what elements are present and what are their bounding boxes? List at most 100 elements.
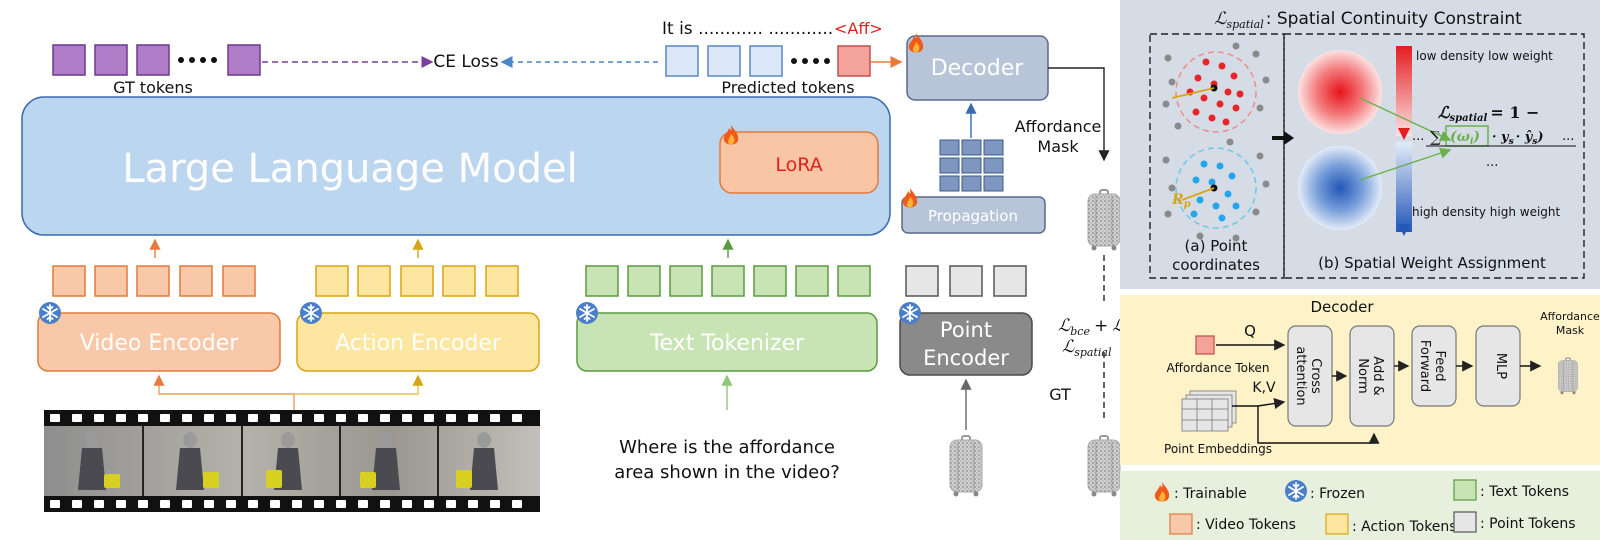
legend-action-swatch [1325, 513, 1349, 535]
legend-video-swatch [1169, 513, 1193, 535]
svg-text:(ωi): (ωi) [1450, 129, 1480, 147]
red-to-omega-arrow [1359, 97, 1452, 141]
feed-forward-line1: Feed [1432, 350, 1447, 381]
loss-plus: + [1094, 316, 1108, 336]
point-coords-line2: coordinates [1172, 256, 1260, 274]
question-line1: Where is the affordance [619, 437, 835, 458]
point-encoder-block [899, 312, 1033, 376]
point-encoder-line1: Point [940, 318, 992, 342]
action-encoder-label: Action Encoder [335, 331, 502, 356]
predicted-mask-suitcase-icon [1087, 189, 1121, 252]
action-encoder-snowflake-icon [299, 301, 323, 325]
weight-assignment-label: (b) Spatial Weight Assignment [1318, 254, 1546, 272]
point-encoder-snowflake-icon [898, 301, 922, 325]
point-encoder-line2: Encoder [923, 346, 1009, 370]
loss-bce-symbol: ℒ [1058, 316, 1071, 336]
low-density-blob [1298, 50, 1382, 134]
spatial-panel-bg [1120, 0, 1600, 289]
point-clusters [1162, 42, 1270, 242]
panel-mask-line1: Affordance [1540, 310, 1600, 323]
blue-bar-arrowhead [1398, 224, 1410, 236]
high-density-label: high density high weight [1412, 205, 1561, 219]
ce-loss-label: CE Loss [433, 52, 498, 72]
legend-trainable: : Trainable [1174, 486, 1247, 502]
action-encoder-block [296, 312, 540, 372]
legend-text-swatch [1453, 479, 1477, 501]
formula-dots-bottom: ... [1486, 155, 1498, 170]
residual-arrow [1257, 406, 1380, 444]
transition-arrow-icon [1272, 131, 1294, 145]
cross-attention-line2: attention [1293, 346, 1308, 405]
formula-rest2: · ŷ [1516, 130, 1534, 145]
text-tokenizer-label: Text Tokenizer [649, 331, 805, 356]
high-density-gradient-bar [1396, 142, 1412, 232]
lora-label: LoRA [775, 154, 822, 176]
point-embeddings-label: Point Embeddings [1164, 442, 1272, 456]
prompt-text: It is ............ ............ [662, 19, 833, 39]
formula-lhs-sub: spatial [1450, 113, 1488, 124]
formula-omega-close: ) [1472, 129, 1480, 145]
formula-sum: ∑ [1430, 128, 1441, 146]
legend-frozen-icon [1284, 479, 1308, 503]
add-norm-line2: Norm [1355, 358, 1370, 393]
affordance-mask-line1: Affordance [1015, 117, 1102, 136]
formula-dots-right: ... [1562, 129, 1574, 144]
lora-block [719, 131, 879, 194]
legend-point-tokens: : Point Tokens [1480, 516, 1576, 532]
action-token-row [315, 265, 519, 297]
weight-assignment-box [1283, 33, 1585, 279]
gt-tokens-label: GT tokens [113, 78, 193, 97]
legend-frozen: : Frozen [1310, 486, 1365, 502]
aff-token-label: <Aff> [834, 19, 883, 38]
decoder-to-mask-arrow [1048, 67, 1110, 162]
loss-spatial-sub: spatial [1074, 346, 1112, 359]
svg-text:FeedForward: FeedForward [1417, 340, 1447, 392]
llm-block [21, 96, 891, 236]
point-coords-line1: (a) Point [1185, 237, 1248, 255]
svg-text:ℒspatial: ℒspatial [1062, 337, 1112, 359]
low-density-label: low density low weight [1416, 49, 1553, 63]
formula-rest2-sub: s [1532, 137, 1537, 147]
legend-video-tokens: : Video Tokens [1196, 517, 1296, 533]
formula-eq: = 1 − [1490, 103, 1539, 122]
red-bar-arrowhead [1398, 128, 1410, 140]
panel-mask-line2: Mask [1556, 324, 1585, 337]
legend-action-tokens: : Action Tokens [1352, 519, 1457, 535]
affordance-token-label: Affordance Token [1166, 361, 1269, 375]
spatial-title-sub: spatial [1226, 18, 1264, 31]
high-density-blob [1298, 146, 1382, 230]
text-tokenizer-snowflake-icon [575, 301, 599, 325]
svg-text:· ys· ŷs): · ys· ŷs) [1492, 130, 1544, 147]
predicted-token-row [665, 45, 871, 77]
llm-label: Large Language Model [122, 146, 577, 192]
svg-text:Add &Norm: Add &Norm [1355, 356, 1385, 395]
mlp-label: MLP [1493, 353, 1508, 379]
legend-text-tokens: : Text Tokens [1480, 484, 1569, 500]
cross-attention-line1: Cross [1308, 358, 1323, 394]
input-point-cloud-suitcase-icon [949, 435, 983, 498]
propagation-label: Propagation [928, 207, 1018, 225]
add-norm-block [1349, 325, 1395, 427]
propagation-block [901, 196, 1046, 234]
decoder-panel-title: Decoder [1310, 298, 1374, 316]
legend-point-swatch [1453, 511, 1477, 533]
text-token-row [585, 265, 871, 297]
affordance-mask-line2: Mask [1037, 137, 1079, 156]
formula-rest: · y [1492, 130, 1510, 145]
radius-label: R [1171, 192, 1184, 208]
video-token-row [52, 265, 256, 297]
formula-lhs: ℒ [1438, 103, 1451, 122]
svg-text:ℒspatial: Spatial Continuity C: ℒspatial: Spatial Continuity Constraint [1214, 9, 1522, 31]
spatial-title-symbol: ℒ [1214, 9, 1227, 29]
q-label: Q [1244, 322, 1256, 340]
formula-rest-sub: s [1509, 137, 1514, 147]
svg-text:ℒspatial= 1 −: ℒspatial= 1 − [1438, 103, 1539, 124]
loss-spatial-symbol: ℒ [1062, 337, 1075, 357]
spatial-title-rest: : Spatial Continuity Constraint [1266, 9, 1522, 29]
blue-to-omega-arrow [1359, 147, 1452, 181]
formula-omega: (ω [1450, 129, 1471, 145]
formula-omega-sub: i [1470, 137, 1474, 147]
gt-label: GT [1049, 385, 1071, 404]
question-line2: area shown in the video? [614, 462, 840, 483]
